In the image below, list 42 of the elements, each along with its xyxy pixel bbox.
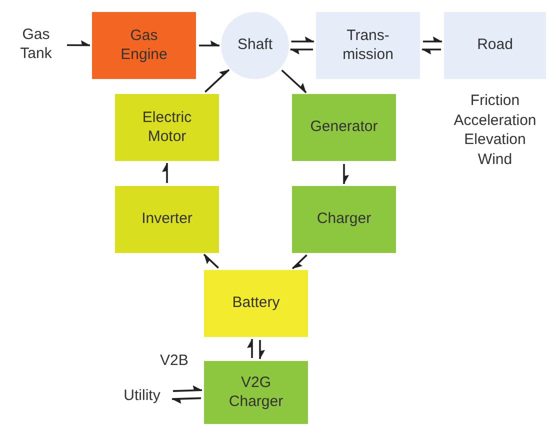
arrow	[259, 340, 265, 359]
arrow	[162, 163, 168, 183]
node-label: Inverter	[142, 210, 192, 229]
arrow	[281, 70, 307, 94]
arrow	[67, 40, 90, 46]
factor-label: Elevation	[464, 130, 526, 150]
arrow	[172, 397, 202, 404]
factor-label: Wind	[478, 150, 512, 169]
arrow	[292, 254, 308, 270]
node-label: V2G Charger	[228, 374, 284, 412]
charger-box	[292, 186, 396, 253]
arrow	[290, 48, 313, 54]
arrow	[203, 254, 219, 269]
factor-label: Friction	[470, 91, 520, 110]
node-label: Shaft	[237, 36, 273, 55]
arrow	[291, 36, 314, 42]
generator-box	[292, 94, 396, 161]
motor-box	[115, 94, 219, 161]
node-label: Electric Motor	[141, 108, 193, 146]
arrow	[199, 40, 220, 46]
inverter-box	[115, 186, 219, 253]
arrow	[422, 48, 441, 54]
road-box	[444, 12, 546, 79]
node-label: Battery	[232, 294, 280, 313]
node-label: Road	[477, 36, 513, 55]
node-label: Gas Tank	[19, 26, 53, 64]
node-label: Gas Engine	[120, 26, 168, 64]
arrow	[172, 385, 202, 392]
transmission-box	[316, 12, 420, 79]
arrow	[204, 69, 230, 93]
engine-box	[92, 12, 196, 79]
arrow	[423, 36, 442, 42]
node-label: Charger	[316, 210, 372, 229]
note-label: V2B	[160, 351, 188, 371]
factor-label: Acceleration	[454, 110, 536, 130]
battery-box	[204, 270, 308, 337]
charger-box	[204, 361, 308, 424]
node-label: Generator	[310, 118, 378, 137]
arrow	[247, 339, 253, 358]
arrow	[343, 164, 349, 184]
node-label: Utility	[124, 386, 160, 406]
node-label: Trans- mission	[342, 26, 394, 64]
